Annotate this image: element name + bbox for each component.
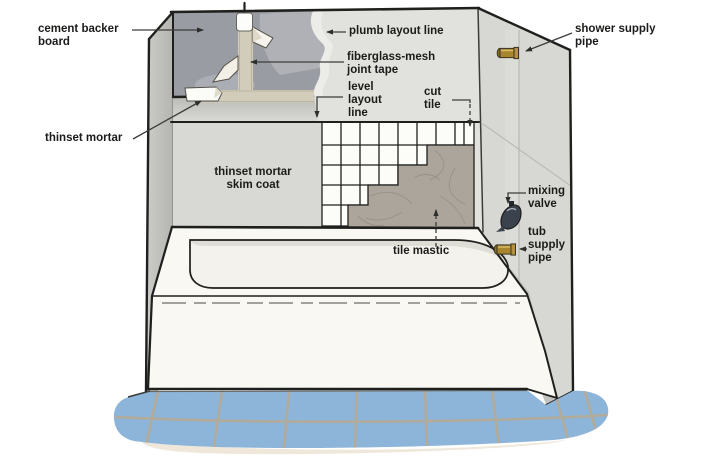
label-cement-backer-board: cement backer board: [38, 23, 119, 49]
label-line: supply: [528, 239, 566, 251]
floor-edge-left: [127, 390, 151, 398]
label-line: tile: [424, 99, 441, 111]
label-thinset-mortar-skim-coat: thinset mortar skim coat: [197, 166, 309, 192]
label-line: cement backer: [38, 23, 119, 35]
thinset-wash: [259, 11, 325, 75]
level-line-sidewall: [482, 123, 572, 187]
label-fiberglass-mesh-joint-tape: fiberglass-mesh joint tape: [347, 51, 435, 77]
bathtub: [146, 225, 558, 399]
label-mixing-valve: mixing valve: [528, 185, 565, 211]
arrow-cut-tile-elbow: [452, 99, 471, 103]
arrow-level-layout-line: [314, 96, 343, 118]
tile-mastic-area: [348, 145, 474, 228]
label-line: pipe: [575, 36, 599, 48]
label-line: thinset mortar: [214, 166, 292, 178]
label-level-layout-line: level layout line: [348, 81, 382, 120]
basin-outline: [189, 239, 509, 289]
tape-curl-crease: [253, 27, 262, 42]
fiberglass-joint-tape: [184, 16, 314, 103]
label-line: layout: [348, 94, 382, 106]
label-plumb-layout-line: plumb layout line: [349, 25, 444, 38]
label-line: line: [348, 107, 368, 119]
mixing-valve-fixture: [496, 201, 522, 232]
label-tub-supply-pipe: tub supply pipe: [528, 226, 565, 265]
thinset-streak-fold: [214, 87, 222, 98]
arrow-mixing-valve: [505, 192, 526, 204]
joint-tape-vertical: [238, 16, 253, 102]
tile-field: [321, 123, 475, 228]
tub-supply-pipe-fixture: [493, 243, 516, 256]
label-tile-mastic: tile mastic: [393, 245, 449, 258]
label-line: tub: [528, 226, 546, 238]
joint-tape-horizontal: [196, 90, 314, 103]
label-line: pipe: [528, 252, 552, 264]
thinset-mortar-streak: [184, 86, 223, 102]
label-line: level: [348, 81, 374, 93]
back-wall: [170, 1, 483, 232]
label-line: cut: [424, 86, 442, 98]
shower-supply-pipe-fixture: [496, 46, 519, 60]
tape-cap: [236, 12, 253, 32]
tile-grid-border: [321, 123, 475, 228]
tub-outline: [146, 225, 558, 399]
arrow-shower-supply-pipe: [525, 32, 573, 52]
floor-grout-lines: [114, 390, 609, 448]
tile-step-edge: [347, 144, 474, 228]
arrow-thinset-mortar: [132, 100, 202, 140]
label-thinset-mortar: thinset mortar: [45, 132, 122, 145]
tape-curl-left: [211, 55, 239, 83]
floor-shadow: [140, 440, 566, 455]
label-line: plumb layout line: [349, 25, 444, 37]
label-line: skim coat: [226, 179, 280, 191]
annotation-arrows: [132, 27, 573, 252]
torn-edge-highlight: [310, 11, 333, 96]
label-line: shower supply: [575, 23, 656, 35]
mastic-texture: [357, 149, 466, 227]
floor-tiles: [113, 390, 609, 448]
tub-front: [148, 296, 527, 389]
label-line: mixing: [528, 185, 566, 197]
label-cut-tile: cut tile: [424, 86, 441, 112]
label-shower-supply-pipe: shower supply pipe: [575, 23, 656, 49]
tub-basin: [190, 240, 508, 288]
label-line: joint tape: [347, 64, 399, 76]
label-line: tile mastic: [393, 245, 450, 257]
label-line: board: [38, 36, 70, 48]
basin-shading: [190, 240, 506, 262]
skim-coat-area: [173, 122, 322, 231]
label-line: fiberglass-mesh: [347, 51, 436, 63]
label-line: valve: [528, 198, 557, 210]
label-line: thinset mortar: [45, 132, 123, 144]
